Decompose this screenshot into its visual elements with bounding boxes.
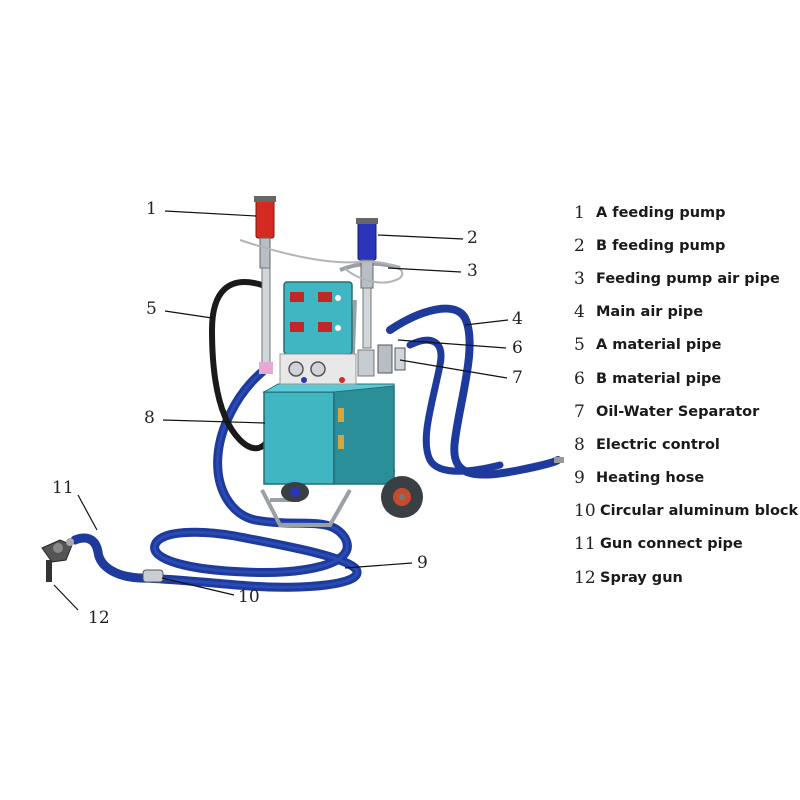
circular-aluminum-block [142, 569, 164, 583]
legend-label: B feeding pump [596, 237, 726, 254]
a-feeding-pump [254, 196, 276, 374]
legend-label: Oil-Water Separator [596, 403, 760, 420]
legend-number: 6 [574, 368, 585, 389]
callout-2: 2 [467, 228, 478, 248]
callout-1: 1 [146, 199, 157, 219]
callout-4: 4 [512, 309, 523, 329]
legend-label: Gun connect pipe [600, 536, 743, 553]
legend-item: 6 B material pipe [574, 362, 800, 395]
callout-3: 3 [467, 261, 478, 281]
legend-label: A material pipe [596, 337, 722, 354]
legend-item: 9 Heating hose [574, 462, 800, 495]
oil-water-separator [377, 344, 406, 374]
hose-end-fitting [554, 457, 564, 463]
callout-8: 8 [144, 408, 155, 428]
b-feeding-pump [356, 218, 378, 377]
legend-number: 4 [574, 302, 585, 323]
legend-item: 7 Oil-Water Separator [574, 395, 800, 428]
legend-item: 1 A feeding pump [574, 196, 800, 229]
spray-gun [41, 538, 74, 582]
heating-hose [70, 279, 562, 592]
callout-10: 10 [238, 587, 260, 607]
callout-5: 5 [146, 299, 157, 319]
legend-label: Heating hose [596, 470, 705, 487]
control-panel [279, 281, 357, 385]
legend-number: 5 [574, 335, 585, 356]
legend-label: Circular aluminum block [600, 503, 799, 520]
legend-number: 2 [574, 235, 585, 256]
callout-11: 11 [52, 478, 74, 498]
legend-label: Electric control [596, 436, 720, 453]
electric-control-box [262, 383, 395, 485]
leader-lines [53, 210, 509, 611]
legend-number: 10 [574, 501, 596, 522]
legend-number: 7 [574, 401, 585, 422]
legend-item: 2 B feeding pump [574, 229, 800, 262]
legend-number: 3 [574, 268, 585, 289]
callout-12: 12 [88, 608, 110, 628]
legend-item: 8 Electric control [574, 428, 800, 461]
legend-number: 1 [574, 202, 585, 223]
callout-6: 6 [512, 338, 523, 358]
legend-number: 9 [574, 468, 585, 489]
legend-label: Feeding pump air pipe [596, 270, 780, 287]
legend-number: 8 [574, 434, 585, 455]
legend-label: B material pipe [596, 370, 722, 387]
feeding-pump-air-pipe [239, 239, 404, 284]
parts-legend: 1 A feeding pump 2 B feeding pump 3 Feeding… [574, 196, 800, 594]
legend-label: A feeding pump [596, 204, 726, 221]
legend-item: 3 Feeding pump air pipe [574, 262, 800, 295]
legend-label: Main air pipe [596, 304, 704, 321]
legend-number: 11 [574, 534, 596, 555]
legend-label: Spray gun [600, 569, 683, 586]
legend-item: 4 Main air pipe [574, 296, 800, 329]
rear-wheel [381, 476, 423, 518]
front-wheel [281, 482, 309, 502]
legend-number: 12 [574, 567, 596, 588]
legend-item: 5 A material pipe [574, 329, 800, 362]
callout-9: 9 [417, 553, 428, 573]
callout-7: 7 [512, 368, 523, 388]
